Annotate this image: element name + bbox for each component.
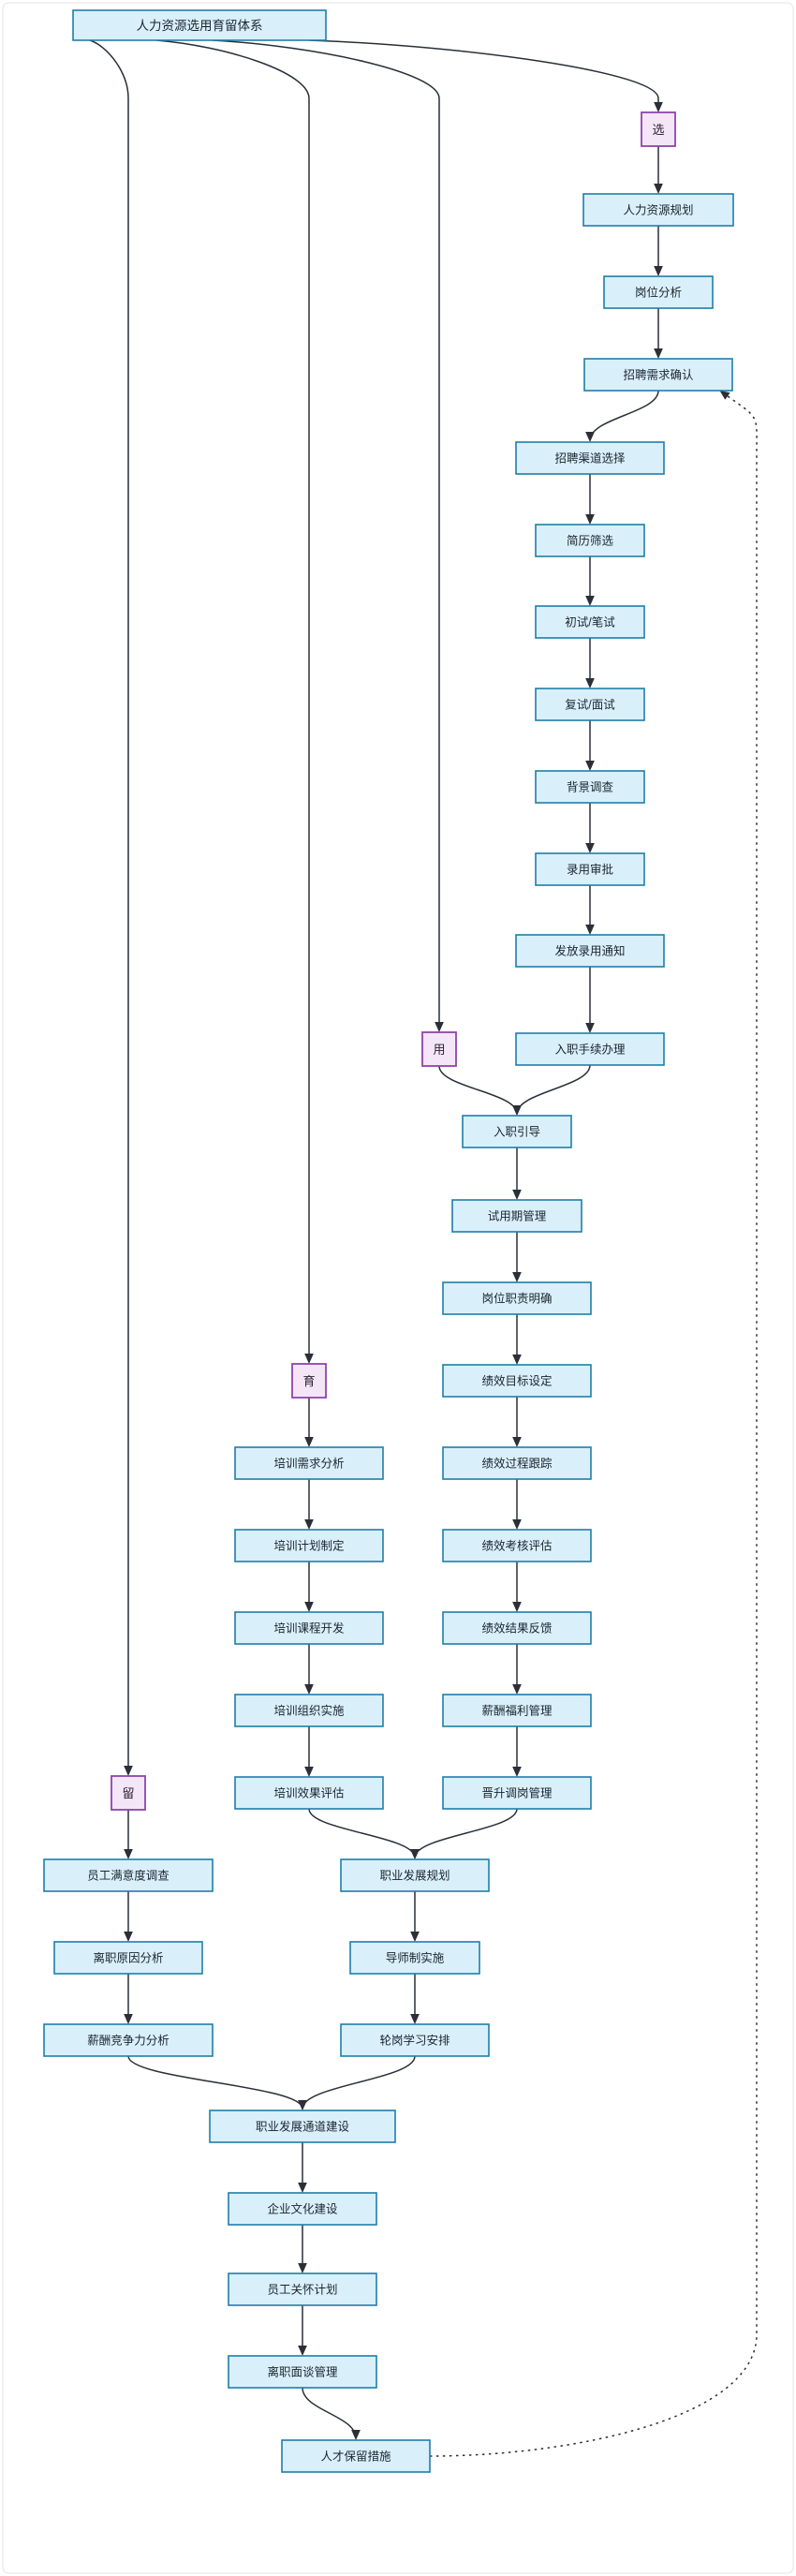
edge-e3-to-f1	[298, 2055, 416, 2111]
node-a5[interactable]: 简历筛选	[535, 524, 645, 557]
node-box-b8[interactable]	[442, 1694, 592, 1727]
node-c3[interactable]: 培训课程开发	[234, 1611, 384, 1645]
node-d2[interactable]: 离职原因分析	[53, 1941, 203, 1975]
node-box-f3[interactable]	[228, 2273, 377, 2306]
node-c4[interactable]: 培训组织实施	[234, 1694, 384, 1727]
node-box-a8[interactable]	[535, 770, 645, 804]
node-b5[interactable]: 绩效过程跟踪	[442, 1446, 592, 1480]
node-box-f5[interactable]	[281, 2439, 431, 2473]
node-b1[interactable]: 入职引导	[462, 1115, 572, 1148]
node-a4[interactable]: 招聘渠道选择	[515, 441, 665, 475]
node-box-c1[interactable]	[234, 1446, 384, 1480]
node-box-a9[interactable]	[535, 852, 645, 886]
node-b7[interactable]: 绩效结果反馈	[442, 1611, 592, 1645]
node-e3[interactable]: 轮岗学习安排	[340, 2023, 490, 2057]
node-box-b3[interactable]	[442, 1281, 592, 1315]
node-box-b1[interactable]	[462, 1115, 572, 1148]
node-box-f4[interactable]	[228, 2355, 377, 2389]
node-box-a4[interactable]	[515, 441, 665, 475]
edge-b9-to-e1	[410, 1808, 518, 1860]
node-b8[interactable]: 薪酬福利管理	[442, 1694, 592, 1727]
node-a10[interactable]: 发放录用通知	[515, 934, 665, 968]
node-f3[interactable]: 员工关怀计划	[228, 2273, 377, 2306]
node-a8[interactable]: 背景调查	[535, 770, 645, 804]
edge-layer	[89, 39, 758, 2457]
node-root[interactable]: 人力资源选用育留体系	[72, 9, 327, 41]
node-f1[interactable]: 职业发展通道建设	[209, 2110, 396, 2143]
node-f2[interactable]: 企业文化建设	[228, 2192, 377, 2226]
node-box-b2[interactable]	[451, 1199, 582, 1233]
node-box-a11[interactable]	[515, 1032, 665, 1066]
edge-root-to-p1	[308, 39, 663, 113]
node-box-d2[interactable]	[53, 1941, 203, 1975]
node-box-b4[interactable]	[442, 1364, 592, 1398]
node-b4[interactable]: 绩效目标设定	[442, 1364, 592, 1398]
node-e1[interactable]: 职业发展规划	[340, 1858, 490, 1892]
edge-f5-to-a3	[429, 390, 758, 2457]
node-b3[interactable]: 岗位职责明确	[442, 1281, 592, 1315]
edge-a11-to-b1	[512, 1064, 591, 1117]
node-d1[interactable]: 员工满意度调查	[43, 1858, 214, 1892]
node-d3[interactable]: 薪酬竞争力分析	[43, 2023, 214, 2057]
node-box-a5[interactable]	[535, 524, 645, 557]
node-box-f1[interactable]	[209, 2110, 396, 2143]
node-box-d1[interactable]	[43, 1858, 214, 1892]
node-b6[interactable]: 绩效考核评估	[442, 1529, 592, 1562]
edge-f4-to-f5	[302, 2387, 361, 2441]
node-p4[interactable]: 留	[111, 1775, 146, 1811]
edge-p2-to-b1	[438, 1065, 522, 1117]
node-box-b7[interactable]	[442, 1611, 592, 1645]
node-box-c4[interactable]	[234, 1694, 384, 1727]
node-box-p4[interactable]	[111, 1775, 146, 1811]
node-box-a6[interactable]	[535, 605, 645, 639]
node-box-e1[interactable]	[340, 1858, 490, 1892]
node-a7[interactable]: 复试/面试	[535, 688, 645, 721]
node-c1[interactable]: 培训需求分析	[234, 1446, 384, 1480]
node-a3[interactable]: 招聘需求确认	[583, 358, 733, 392]
node-box-e3[interactable]	[340, 2023, 490, 2057]
node-c2[interactable]: 培训计划制定	[234, 1529, 384, 1562]
node-box-a10[interactable]	[515, 934, 665, 968]
node-box-f2[interactable]	[228, 2192, 377, 2226]
edge-root-to-p3	[155, 39, 314, 1365]
node-box-e2[interactable]	[349, 1941, 480, 1975]
node-a6[interactable]: 初试/笔试	[535, 605, 645, 639]
node-a1[interactable]: 人力资源规划	[582, 193, 734, 227]
node-f5[interactable]: 人才保留措施	[281, 2439, 431, 2473]
node-layer: 人力资源选用育留体系选人力资源规划岗位分析招聘需求确认招聘渠道选择简历筛选初试/…	[43, 9, 734, 2473]
node-box-a2[interactable]	[603, 275, 714, 309]
edge-d3-to-f1	[127, 2055, 307, 2111]
node-c5[interactable]: 培训效果评估	[234, 1776, 384, 1810]
edge-root-to-p2	[212, 39, 444, 1033]
node-box-root[interactable]	[72, 9, 327, 41]
node-box-p1[interactable]	[641, 111, 676, 147]
node-box-b5[interactable]	[442, 1446, 592, 1480]
node-box-a7[interactable]	[535, 688, 645, 721]
node-box-c2[interactable]	[234, 1529, 384, 1562]
node-box-a1[interactable]	[582, 193, 734, 227]
node-box-p3[interactable]	[291, 1363, 327, 1399]
edge-a3-to-a4	[585, 390, 659, 443]
node-p3[interactable]: 育	[291, 1363, 327, 1399]
node-box-d3[interactable]	[43, 2023, 214, 2057]
node-a11[interactable]: 入职手续办理	[515, 1032, 665, 1066]
node-b2[interactable]: 试用期管理	[451, 1199, 582, 1233]
node-a2[interactable]: 岗位分析	[603, 275, 714, 309]
node-box-p2[interactable]	[421, 1031, 457, 1067]
node-b9[interactable]: 晋升调岗管理	[442, 1776, 592, 1810]
node-e2[interactable]: 导师制实施	[349, 1941, 480, 1975]
node-box-b9[interactable]	[442, 1776, 592, 1810]
node-box-b6[interactable]	[442, 1529, 592, 1562]
node-box-a3[interactable]	[583, 358, 733, 392]
edge-root-to-p4	[89, 39, 133, 1777]
node-box-c3[interactable]	[234, 1611, 384, 1645]
node-f4[interactable]: 离职面谈管理	[228, 2355, 377, 2389]
node-p2[interactable]: 用	[421, 1031, 457, 1067]
edge-c5-to-e1	[308, 1808, 420, 1860]
node-a9[interactable]: 录用审批	[535, 852, 645, 886]
node-p1[interactable]: 选	[641, 111, 676, 147]
node-box-c5[interactable]	[234, 1776, 384, 1810]
